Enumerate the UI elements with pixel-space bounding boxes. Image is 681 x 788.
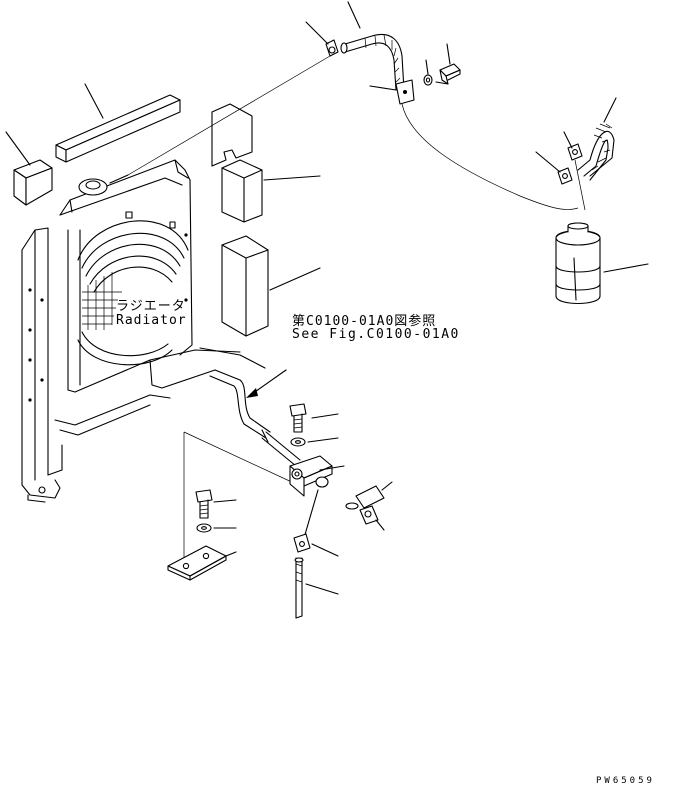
coolant-hose-upper xyxy=(340,1,405,91)
overflow-tube xyxy=(401,103,579,210)
hose-clamp-reservoir-b xyxy=(535,151,573,185)
drain-hose xyxy=(209,369,301,467)
drain-valve-bracket xyxy=(289,455,345,497)
drain-tube-lower xyxy=(294,557,339,619)
foam-seal-strip xyxy=(55,83,181,163)
radiator-label-en: Radiator xyxy=(116,313,187,328)
reservoir-tank xyxy=(555,222,649,305)
radiator-assembly xyxy=(21,159,266,503)
hose-clamp-lower xyxy=(293,489,339,557)
tube-clip xyxy=(369,79,415,105)
bolt-washer-upper xyxy=(423,43,461,86)
reference-arrow xyxy=(246,369,287,398)
drain-cock xyxy=(345,481,393,531)
foam-seal-block xyxy=(5,131,53,206)
leader-line-clamp xyxy=(127,55,331,176)
figure-id: PW65059 xyxy=(596,776,655,786)
radiator-label-jp: ラジエータ xyxy=(116,299,186,314)
bracket-lead-upper xyxy=(183,431,297,485)
foam-pad-upper xyxy=(211,103,321,223)
reservoir-tube xyxy=(574,159,586,211)
washer-upper xyxy=(290,437,339,447)
hose-clamp-reservoir-a xyxy=(563,131,583,161)
hose-clamp-upper xyxy=(305,21,339,57)
reference-label-jp: 第C0100-01A0図参照 xyxy=(292,314,437,329)
mounting-plate xyxy=(167,545,237,581)
bolt-lower xyxy=(195,489,237,519)
bolt-upper xyxy=(289,403,339,433)
reservoir-hose xyxy=(577,97,617,181)
foam-pad-lower xyxy=(221,235,321,337)
washer-lower xyxy=(196,523,237,533)
reference-label-en: See Fig.C0100-01A0 xyxy=(292,327,460,342)
